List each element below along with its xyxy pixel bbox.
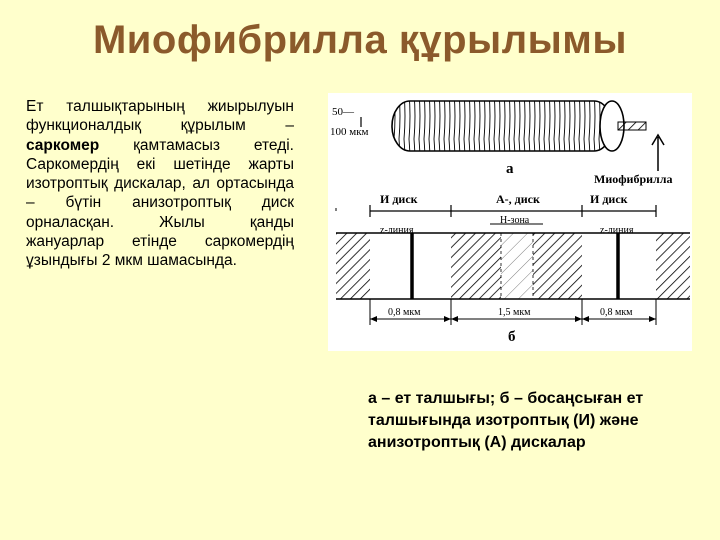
figure-caption: а – ет талшығы; б – босаңсыған ет талшығ…: [368, 390, 644, 451]
scale-label-bottom: 100 мкм: [330, 126, 369, 138]
body-text-part1: Ет талшықтарының жиырылуын функционалдық…: [26, 98, 294, 135]
i-disk-label-left: И диск: [380, 192, 418, 206]
z-line-label-right: z-линия: [600, 225, 634, 236]
body-paragraph: Ет талшықтарының жиырылуын функционалдық…: [26, 97, 294, 271]
myofibril-diagram: 50— 100 мкм а Миофибрилла И диск А-, дис…: [330, 100, 690, 345]
z-line-label-left: z-линия: [380, 225, 414, 236]
a-disk-right-part: [656, 233, 690, 299]
dim-label-right: 0,8 мкм: [600, 307, 633, 318]
myofibril-figure: 50— 100 мкм а Миофибрилла И диск А-, дис…: [328, 93, 692, 351]
a-disk-label: А-, диск: [496, 192, 540, 206]
pointer-arrow: [651, 133, 665, 171]
scale-label-top: 50—: [332, 106, 355, 118]
i-disk-label-right: И диск: [590, 192, 628, 206]
myofibril-label: Миофибрилла: [594, 172, 673, 186]
label-b: б: [508, 329, 516, 345]
sarcomere-term: саркомер: [26, 136, 100, 154]
a-disk-left-part: [336, 233, 370, 299]
dim-label-left: 0,8 мкм: [388, 307, 421, 318]
muscle-fiber: [391, 100, 613, 152]
muscle-fiber-diagram: 50— 100 мкм а Миофибрилла: [330, 100, 673, 186]
dim-label-mid: 1,5 мкм: [498, 307, 531, 318]
h-zone-label: Н-зона: [500, 215, 530, 226]
body-text-part2: қамтамасыз етеді. Саркомердің екі шетінд…: [26, 136, 294, 270]
slide-title: Миофибрилла құрылымы: [92, 18, 628, 62]
sarcomere-diagram: И диск А-, диск И диск Н-зона z-линия z-…: [335, 192, 690, 345]
label-a: а: [506, 161, 514, 177]
myofibril-strand: [617, 121, 647, 131]
